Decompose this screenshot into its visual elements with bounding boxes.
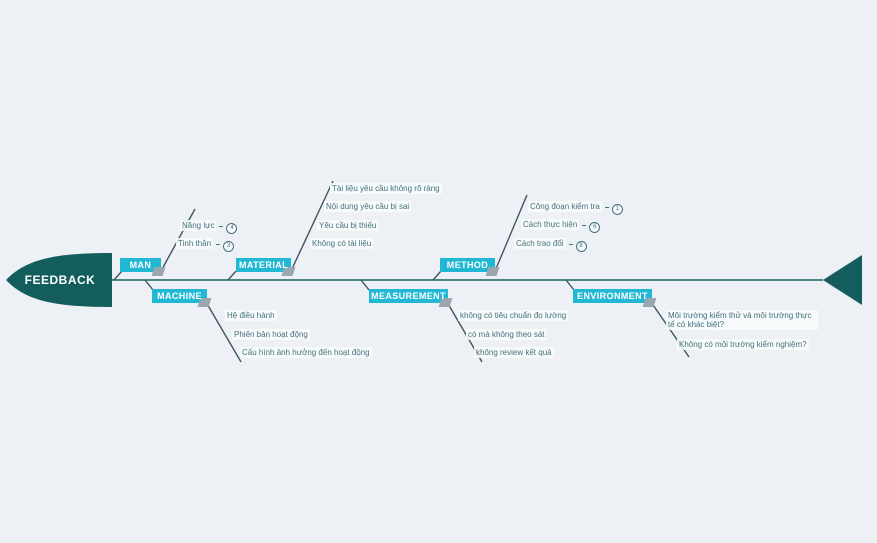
cause-text: Cách thực hiện bbox=[521, 219, 580, 230]
effect-head-shape[interactable] bbox=[6, 253, 112, 307]
cause-text: Không có môi trường kiểm nghiệm? bbox=[677, 339, 809, 350]
cause-label[interactable]: Tinh thần 3 bbox=[176, 238, 235, 252]
cause-text: Công đoạn kiểm tra bbox=[528, 201, 602, 212]
marker-connector bbox=[604, 207, 609, 208]
category-box-environment[interactable]: ENVIRONMENT bbox=[573, 289, 652, 303]
category-label: MACHINE bbox=[157, 291, 202, 301]
cause-label[interactable]: Không có tài liệu bbox=[310, 238, 374, 249]
cause-label[interactable]: Phiên bản hoạt động bbox=[232, 329, 310, 340]
tail-arrow-shape bbox=[823, 255, 862, 305]
cause-label[interactable]: Công đoạn kiểm tra 1 bbox=[528, 201, 623, 215]
marker-connector bbox=[568, 244, 573, 245]
category-label: MATERIAL bbox=[238, 260, 289, 270]
effect-label: FEEDBACK bbox=[24, 273, 96, 287]
category-box-method[interactable]: METHOD bbox=[440, 258, 495, 272]
cause-label[interactable]: không có tiêu chuẩn đo lường bbox=[458, 310, 569, 321]
cause-label[interactable]: Năng lực 4 bbox=[180, 220, 238, 234]
category-box-material[interactable]: MATERIAL bbox=[236, 258, 291, 272]
cause-label[interactable]: Tài liệu yêu cầu không rõ ràng bbox=[330, 183, 442, 194]
cause-label[interactable]: Cách thực hiện 6 bbox=[521, 219, 601, 233]
cause-text: Hệ điều hành bbox=[225, 310, 277, 321]
cause-label[interactable]: có mà không theo sát bbox=[466, 329, 547, 340]
cause-text: Phiên bản hoạt động bbox=[232, 329, 310, 340]
priority-marker[interactable]: 4 bbox=[226, 223, 238, 234]
category-label: MEASUREMENT bbox=[371, 291, 446, 301]
cause-label[interactable]: Yêu cầu bị thiếu bbox=[317, 220, 379, 231]
category-box-measurement[interactable]: MEASUREMENT bbox=[369, 289, 448, 303]
priority-marker[interactable]: 6 bbox=[589, 222, 601, 233]
category-box-man[interactable]: MAN bbox=[120, 258, 161, 272]
cause-text: có mà không theo sát bbox=[466, 329, 547, 340]
cause-text: Môi trường kiểm thử và môi trường thực t… bbox=[666, 310, 818, 330]
marker-connector bbox=[582, 225, 587, 226]
category-label: MAN bbox=[129, 260, 152, 270]
cause-label[interactable]: Môi trường kiểm thử và môi trường thực t… bbox=[666, 310, 818, 330]
priority-marker[interactable]: 8 bbox=[575, 241, 587, 252]
cause-label[interactable]: Hệ điều hành bbox=[225, 310, 277, 321]
cause-text: Cấu hình ảnh hưởng đến hoạt động bbox=[240, 347, 372, 358]
category-box-machine[interactable]: MACHINE bbox=[152, 289, 207, 303]
cause-label[interactable]: Nội dung yêu cầu bị sai bbox=[324, 201, 412, 212]
cause-label[interactable]: không review kết quả bbox=[474, 347, 554, 358]
cause-text: Cách trao đổi bbox=[514, 238, 566, 249]
cause-text: Năng lực bbox=[180, 220, 217, 231]
cause-label[interactable]: Cấu hình ảnh hưởng đến hoạt động bbox=[240, 347, 372, 358]
cause-text: Không có tài liệu bbox=[310, 238, 374, 249]
cause-label[interactable]: Không có môi trường kiểm nghiệm? bbox=[677, 339, 809, 350]
cause-label[interactable]: Cách trao đổi 8 bbox=[514, 238, 587, 252]
category-label: METHOD bbox=[446, 260, 489, 270]
marker-connector bbox=[219, 226, 224, 227]
cause-text: Tinh thần bbox=[176, 238, 214, 249]
marker-connector bbox=[216, 244, 221, 245]
priority-marker[interactable]: 1 bbox=[611, 204, 623, 215]
priority-marker[interactable]: 3 bbox=[223, 241, 235, 252]
cause-text: không review kết quả bbox=[474, 347, 554, 358]
cause-text: Tài liệu yêu cầu không rõ ràng bbox=[330, 183, 442, 194]
category-label: ENVIRONMENT bbox=[577, 291, 648, 301]
cause-text: không có tiêu chuẩn đo lường bbox=[458, 310, 569, 321]
cause-text: Yêu cầu bị thiếu bbox=[317, 220, 379, 231]
cause-text: Nội dung yêu cầu bị sai bbox=[324, 201, 412, 212]
